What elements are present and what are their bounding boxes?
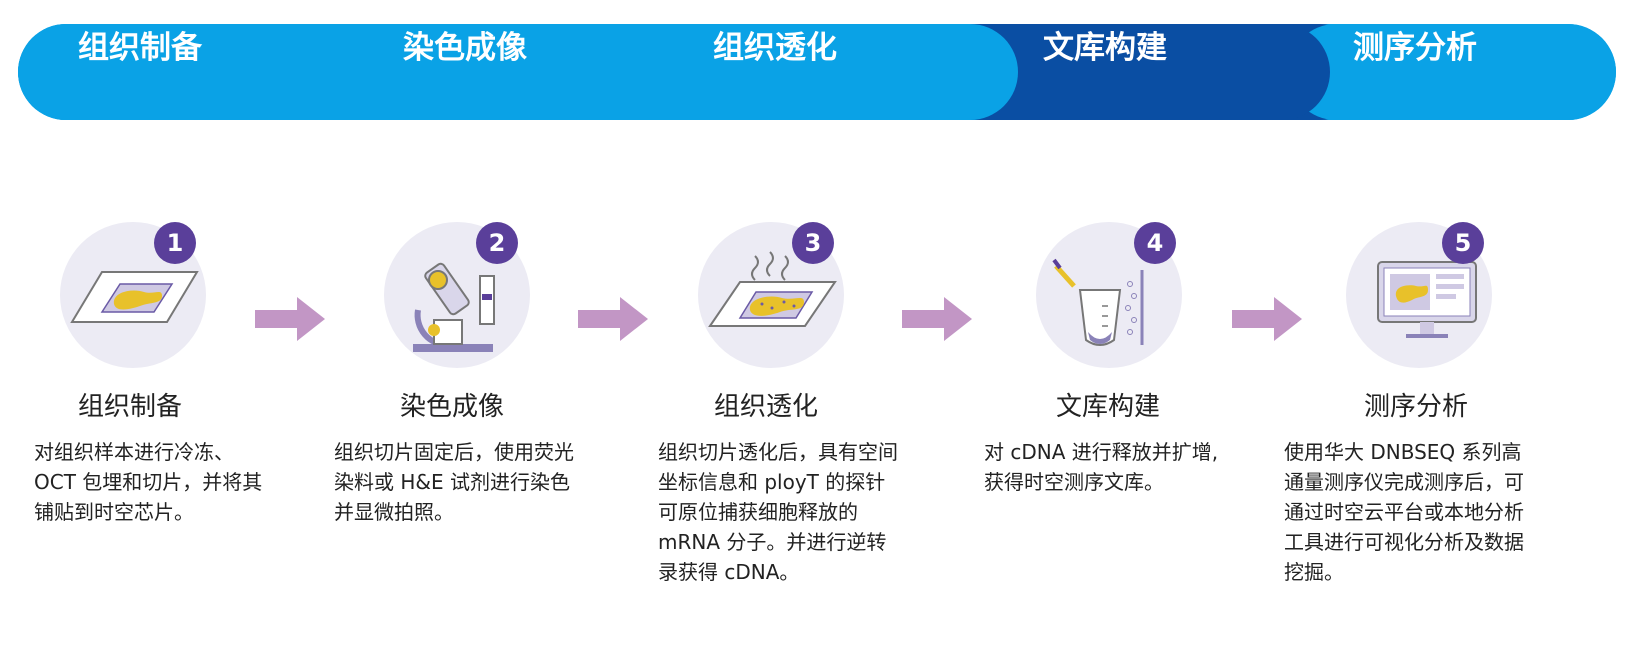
- step-2-title: 染色成像: [400, 392, 505, 422]
- step-1-description: 对组织样本进行冷冻、OCT 包埋和切片，并将其铺贴到时空芯片。: [34, 440, 263, 524]
- banner-stage-2: 染色成像: [403, 30, 527, 66]
- permeabilized-tissue-icon: [708, 251, 837, 327]
- step-2-badge: 2: [476, 222, 518, 264]
- monitor-icon: [1377, 261, 1477, 338]
- step-4-description: 对 cDNA 进行释放并扩增,获得时空测序文库。: [984, 440, 1219, 494]
- arrow-icon: [255, 297, 325, 341]
- step-2-description: 组织切片固定后，使用荧光染料或 H&E 试剂进行染色并显微拍照。: [334, 440, 574, 524]
- test-tube-icon: [1052, 258, 1144, 346]
- banner-stage-1: 组织制备: [78, 30, 202, 66]
- arrow-icon: [902, 297, 972, 341]
- microscope-icon: [413, 262, 495, 352]
- step-5-title: 测序分析: [1364, 392, 1469, 422]
- step-5-description: 使用华大 DNBSEQ 系列高通量测序仪完成测序后，可通过时空云平台或本地分析工…: [1284, 440, 1524, 584]
- banner-stage-4: 文库构建: [1043, 30, 1167, 66]
- banner-stage-5: 测序分析: [1353, 30, 1477, 66]
- arrow-icon: [578, 297, 648, 341]
- step-1-badge: 1: [154, 222, 196, 264]
- banner-stage-3: 组织透化: [713, 30, 837, 66]
- step-3-description: 组织切片透化后，具有空间坐标信息和 ployT 的探针可原位捕获细胞释放的 mR…: [658, 440, 898, 584]
- step-4-title: 文库构建: [1056, 392, 1161, 422]
- banner-segment-right: [1288, 24, 1616, 120]
- arrow-icon: [1232, 297, 1302, 341]
- banner-segment-left-cap: [18, 24, 1018, 120]
- step-3-title: 组织透化: [714, 392, 819, 422]
- step-1-title: 组织制备: [78, 392, 183, 422]
- tissue-slide-icon: [70, 271, 199, 323]
- step-4-badge: 4: [1134, 222, 1176, 264]
- step-3-badge: 3: [792, 222, 834, 264]
- step-5-badge: 5: [1442, 222, 1484, 264]
